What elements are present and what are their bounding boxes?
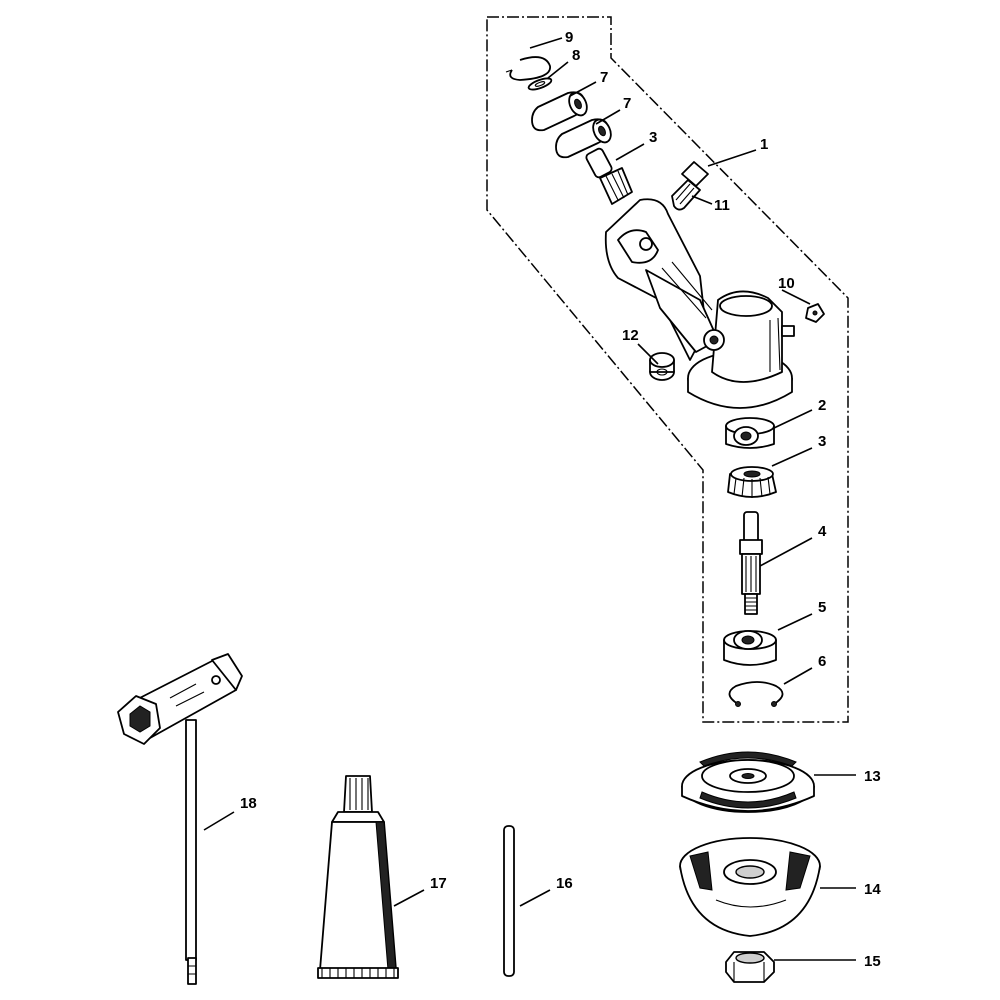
part-7-bearing-lower (555, 118, 612, 159)
callout-11: 11 (714, 197, 730, 214)
callout-3-lower: 3 (818, 433, 826, 450)
callout-4: 4 (818, 523, 827, 540)
callout-15: 15 (864, 953, 881, 970)
part-7-bearing-upper (531, 91, 588, 132)
part-1-gear-housing (604, 198, 795, 409)
callout-7-lower: 7 (623, 95, 631, 112)
callout-18: 18 (240, 795, 257, 812)
leader-lines (203, 37, 856, 961)
callout-10: 10 (778, 275, 795, 292)
part-3-pinion-upper (585, 147, 633, 205)
callout-8: 8 (572, 47, 580, 64)
callout-3-upper: 3 (649, 129, 657, 146)
part-6-circlip (728, 681, 784, 707)
part-3-bevel-gear-lower (727, 466, 777, 498)
callout-12: 12 (622, 327, 639, 344)
part-11-screw (671, 161, 709, 211)
part-8-washer (527, 77, 553, 91)
callout-14: 14 (864, 881, 881, 898)
callout-7-upper: 7 (600, 69, 608, 86)
callout-2: 2 (818, 397, 826, 414)
part-18-combination-wrench (117, 653, 243, 985)
part-5-bearing (723, 630, 777, 666)
callout-17: 17 (430, 875, 447, 892)
callout-13: 13 (864, 768, 881, 785)
part-2-bearing (725, 417, 775, 449)
part-17-grease-tube (317, 775, 399, 979)
part-12-plug-screw (649, 352, 675, 381)
part-13-thrust-plate (681, 751, 815, 813)
callout-1: 1 (760, 136, 768, 153)
part-9-circlip (505, 56, 551, 81)
callout-16: 16 (556, 875, 573, 892)
callout-labels: 9 8 7 7 3 1 11 10 12 2 3 4 5 6 13 14 15 … (240, 29, 881, 970)
callout-6: 6 (818, 653, 826, 670)
part-15-mowing-head-nut (725, 951, 775, 983)
callout-5: 5 (818, 599, 826, 616)
callout-9: 9 (565, 29, 573, 46)
part-4-output-shaft (739, 511, 763, 615)
part-16-locking-pin (503, 825, 515, 977)
part-14-rider-plate (679, 837, 821, 937)
part-10-nut (805, 303, 825, 323)
gear-head-assembly-boundary (486, 16, 849, 723)
